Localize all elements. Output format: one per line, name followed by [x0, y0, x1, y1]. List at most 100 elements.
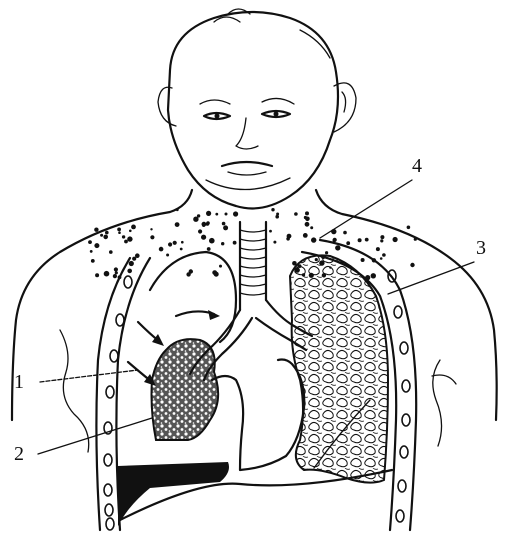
emphysema-dot: [303, 233, 308, 238]
emphysema-dot: [131, 225, 136, 230]
pleural-effusion: [118, 462, 229, 526]
rib-section: [116, 314, 124, 326]
emphysema-dot: [305, 217, 310, 222]
rib-section: [402, 414, 410, 426]
emphysema-dot: [118, 231, 121, 234]
emphysema-dot: [222, 222, 226, 226]
trachea-ring: [240, 293, 266, 295]
emphysema-dot: [159, 247, 164, 252]
emphysema-dot: [271, 208, 274, 211]
emphysema-dot: [225, 213, 228, 216]
emphysema-dot: [181, 241, 184, 244]
trachea-ring: [240, 257, 266, 259]
emphysema-dot: [202, 224, 205, 227]
emphysema-dot: [186, 272, 190, 276]
rib-section: [104, 484, 112, 496]
emphysema-dot: [223, 225, 228, 230]
emphysema-dot: [127, 236, 132, 241]
trachea-ring: [240, 284, 266, 286]
rib-section: [106, 518, 114, 530]
emphysema-dot: [286, 237, 290, 241]
emphysema-dot: [175, 222, 180, 227]
rib-section: [106, 386, 114, 398]
emphysema-dot: [346, 241, 350, 245]
emphysema-dot: [104, 271, 110, 277]
emphysema-dot: [173, 241, 177, 245]
rib-section: [400, 342, 408, 354]
emphysema-dot: [294, 212, 298, 216]
emphysema-dot: [94, 228, 98, 232]
emphysema-dot: [94, 243, 99, 248]
emphysema-dot: [335, 245, 340, 250]
emphysema-dot: [233, 241, 237, 245]
head: [158, 9, 356, 208]
trachea-ring: [240, 230, 266, 232]
emphysema-dot: [209, 238, 215, 244]
emphysema-dot: [311, 237, 316, 242]
emphysema-dot: [219, 265, 222, 268]
emphysema-dot: [305, 211, 309, 215]
emphysema-dot: [114, 267, 118, 271]
emphysema-dot: [198, 229, 202, 233]
emphysema-dot: [382, 253, 386, 257]
rib-section: [398, 480, 406, 492]
emphysema-dot: [365, 238, 369, 242]
emphysema-dot: [122, 235, 125, 238]
emphysema-dot: [376, 247, 380, 251]
emphysema-dot: [127, 269, 132, 274]
trachea-ring: [240, 239, 266, 241]
emphysema-dot: [180, 248, 183, 251]
emphysema-dot: [103, 235, 108, 240]
emphysema-dot: [95, 273, 99, 277]
torso-outline: [12, 190, 497, 452]
emphysema-dot: [113, 274, 117, 278]
rib-section: [400, 446, 408, 458]
label-2: 2: [14, 443, 24, 465]
emphysema-dot: [115, 271, 118, 274]
emphysema-dot: [109, 250, 113, 254]
emphysema-dot: [150, 228, 152, 230]
label-1: 1: [14, 371, 24, 393]
emphysema-dot: [150, 235, 154, 239]
emphysema-dot: [393, 237, 398, 242]
emphysema-dot: [100, 234, 103, 237]
emphysema-dot: [410, 263, 414, 267]
pleural-cavity: [150, 252, 236, 342]
collapsed-lung: [152, 339, 219, 440]
rib-section: [110, 350, 118, 362]
trachea-ring: [240, 275, 266, 277]
emphysema-dot: [129, 261, 134, 266]
emphysema-dot: [380, 239, 383, 242]
emphysema-dot: [305, 222, 310, 227]
emphysema-dot: [168, 242, 172, 246]
emphysema-dot: [88, 240, 92, 244]
rib-section: [105, 504, 113, 516]
emphysema-dot: [91, 259, 95, 263]
emphysema-dot: [221, 242, 224, 245]
emphysema-dot: [206, 211, 211, 216]
trachea-ring: [240, 266, 266, 268]
label-4: 4: [412, 155, 422, 177]
emphysema-dot: [380, 257, 383, 260]
emphysema-dot: [275, 215, 279, 219]
emphysema-dot: [361, 258, 365, 262]
emphysema-dot: [407, 226, 411, 230]
emphysema-dot: [233, 211, 238, 216]
emphysema-dot: [207, 247, 211, 251]
trachea-ring: [240, 248, 266, 250]
emphysema-dot: [105, 231, 109, 235]
emphysema-dot: [380, 235, 384, 239]
emphysema-dot: [343, 231, 347, 235]
emphysema-dot: [358, 238, 362, 242]
label-3: 3: [476, 237, 486, 259]
rib-section: [124, 276, 132, 288]
rib-section: [104, 454, 112, 466]
emphysema-dot: [124, 240, 128, 244]
emphysema-dot: [201, 235, 206, 240]
face: [200, 98, 294, 189]
rib-section: [402, 380, 410, 392]
rib-section: [396, 510, 404, 522]
emphysema-dot: [273, 241, 276, 244]
emphysema-dot: [166, 254, 169, 257]
